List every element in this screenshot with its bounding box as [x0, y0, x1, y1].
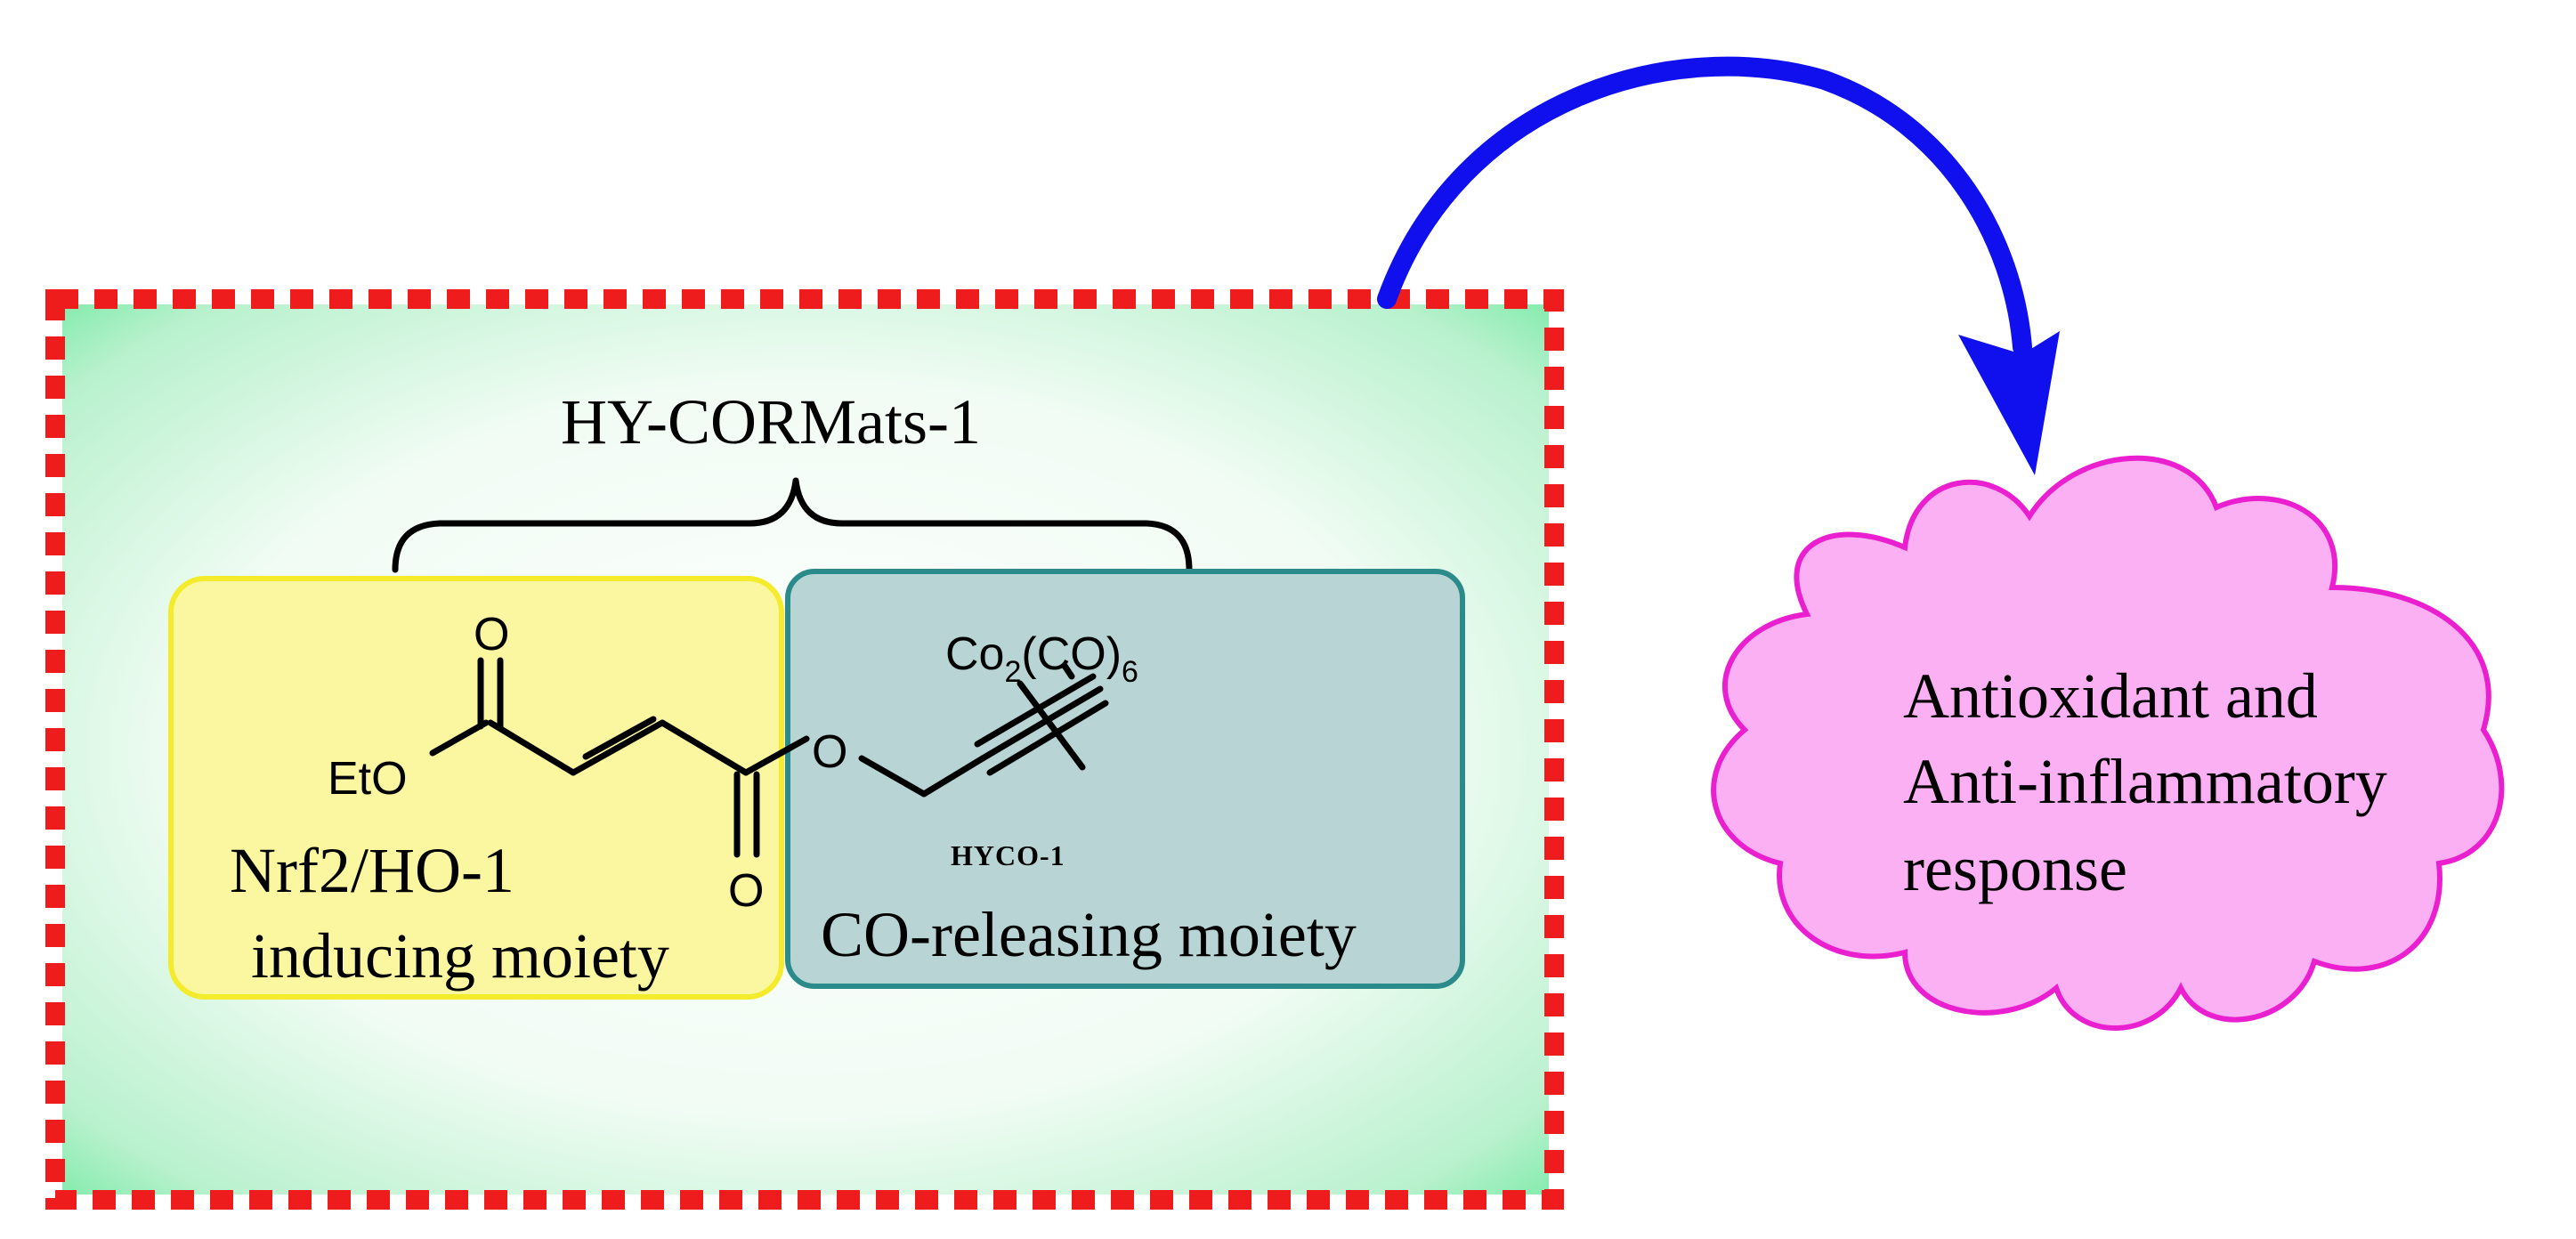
top-carbonyl-oxygen: O [474, 609, 509, 660]
arrow-head-icon [1958, 331, 2060, 475]
outcome-line2: Anti-inflammatory [1903, 746, 2387, 817]
diagram-title: HY-CORMats-1 [561, 386, 981, 458]
molecule-brace [392, 477, 1193, 573]
ester-ethoxy-label: EtO [328, 753, 408, 805]
co-releasing-label: CO-releasing moiety [821, 899, 1357, 970]
cobalt-carbonyl-label: Co2(CO)6 [945, 628, 1138, 689]
dashed-frame [45, 289, 1564, 1210]
bottom-carbonyl-oxygen: O [728, 865, 764, 917]
co-releasing-moiety-box [785, 569, 1465, 989]
nrf2-label-line2: inducing moiety [251, 920, 669, 992]
outcome-line3: response [1903, 833, 2127, 904]
compound-code: HYCO-1 [951, 839, 1065, 871]
nrf2-moiety-box [168, 576, 784, 1000]
chemical-structure [429, 657, 1109, 858]
outcome-line1: Antioxidant and [1903, 660, 2318, 732]
ether-oxygen: O [812, 726, 847, 778]
outcome-cloud [1711, 455, 2505, 1031]
process-arrow [1377, 56, 2032, 357]
nrf2-label-line1: Nrf2/HO-1 [230, 835, 514, 906]
